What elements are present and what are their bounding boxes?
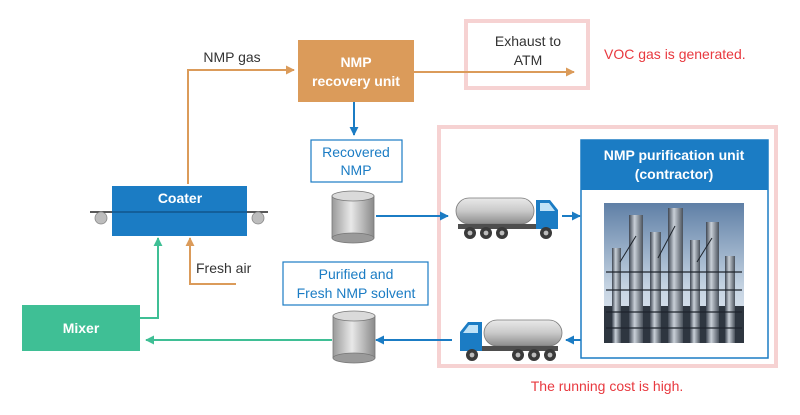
distillation-plant-photo bbox=[604, 203, 744, 343]
tanker-truck-icon bbox=[460, 319, 563, 361]
nmp-gas-arrow bbox=[187, 65, 295, 184]
purified-solvent-box bbox=[282, 261, 429, 306]
fresh-air-arrow bbox=[185, 237, 236, 285]
purified-solvent-label-2: Fresh NMP solvent bbox=[297, 285, 416, 301]
voc-note: VOC gas is generated. bbox=[604, 46, 746, 62]
recovered-nmp-box bbox=[310, 139, 403, 183]
purification-unit-header bbox=[581, 140, 768, 190]
mixer-box bbox=[22, 305, 140, 351]
fresh-air-label: Fresh air bbox=[196, 260, 252, 276]
coater-box bbox=[112, 186, 247, 236]
recovered-nmp-label-1: Recovered bbox=[322, 144, 390, 160]
recovered-nmp-label-2: NMP bbox=[340, 162, 371, 178]
purification-unit-label-1: NMP purification unit bbox=[604, 147, 745, 163]
purified-solvent-label-1: Purified and bbox=[319, 266, 394, 282]
contractor-highlight-frame bbox=[437, 125, 778, 368]
exhaust-label-2: ATM bbox=[514, 52, 543, 68]
mixer-to-coater-arrow bbox=[140, 237, 163, 319]
nmp-recovery-unit-box bbox=[298, 40, 414, 102]
mixer-label: Mixer bbox=[63, 320, 100, 336]
coater-assembly bbox=[90, 186, 268, 236]
roller-left-icon bbox=[94, 211, 108, 225]
cost-note: The running cost is high. bbox=[531, 378, 684, 394]
roller-right-icon bbox=[251, 211, 265, 225]
nmp-recovery-unit-label-1: NMP bbox=[340, 54, 371, 70]
exhaust-label-1: Exhaust to bbox=[495, 33, 561, 49]
storage-drum-icon bbox=[331, 190, 375, 244]
storage-drum-icon bbox=[332, 310, 376, 364]
nmp-gas-label: NMP gas bbox=[203, 49, 260, 65]
purification-unit-label-2: (contractor) bbox=[635, 166, 714, 182]
coater-label: Coater bbox=[158, 190, 203, 206]
tanker-truck-icon bbox=[455, 197, 558, 239]
nmp-recovery-unit-label-2: recovery unit bbox=[312, 73, 400, 89]
exhaust-highlight-frame bbox=[464, 19, 590, 90]
